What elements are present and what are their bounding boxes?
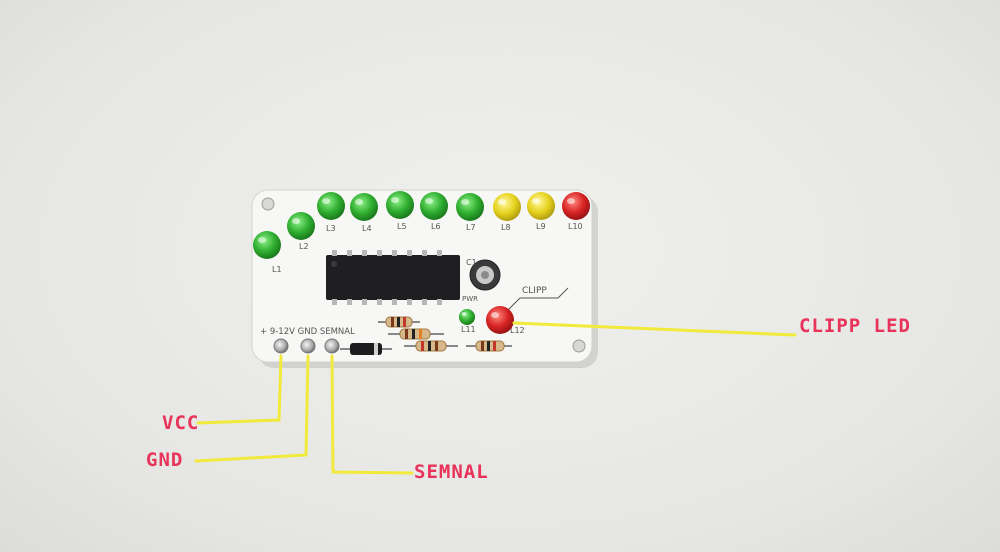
clipp-silk-label: CLIPP [522,286,547,296]
led-l8 [493,193,521,221]
clipp-silk-line [507,287,569,311]
led-l9 [527,192,555,220]
led-l6 [420,192,448,220]
led-label-l8: L8 [501,223,511,232]
capacitor [469,259,501,291]
clipp-led [486,306,514,334]
mount-hole [572,339,586,353]
semnal-pad [324,338,340,354]
ic-chip [326,250,460,305]
cap-label: C1 [466,258,477,267]
led-label-l1: L1 [272,265,282,274]
led-l7 [456,193,484,221]
led-l4 [350,193,378,221]
led-label-l6: L6 [431,222,441,231]
gnd-callout: GND [146,449,183,471]
clip-led-label: L12 [510,326,525,335]
led-label-l7: L7 [466,223,476,232]
vcc-pad [273,338,289,354]
gnd-pad [300,338,316,354]
led-label-l3: L3 [326,224,336,233]
led-label-l2: L2 [299,242,309,251]
resistor [378,316,420,328]
clipp-led-callout: CLIPP LED [799,315,911,337]
gnd-line [194,354,310,463]
diode [340,343,392,355]
clipp-led-line [512,321,797,337]
led-l3 [317,192,345,220]
led-l1 [253,231,281,259]
vcc-line [196,354,283,425]
resistor [404,340,458,352]
led-l5 [386,191,414,219]
mount-hole [261,197,275,211]
led-label-l4: L4 [362,224,372,233]
led-l10 [562,192,590,220]
semnal-line [330,354,414,475]
led-label-l9: L9 [536,222,546,231]
resistor [388,328,444,340]
pwr-led-label: L11 [461,325,476,334]
pwr-led [459,309,475,325]
resistor [466,340,512,352]
semnal-callout: SEMNAL [414,461,489,483]
pin-label: + 9-12V GND SEMNAL [260,327,355,337]
vcc-callout: VCC [162,412,199,434]
led-l2 [287,212,315,240]
pwr-label: PWR [462,295,478,303]
led-label-l5: L5 [397,222,407,231]
led-label-l10: L10 [568,222,583,231]
